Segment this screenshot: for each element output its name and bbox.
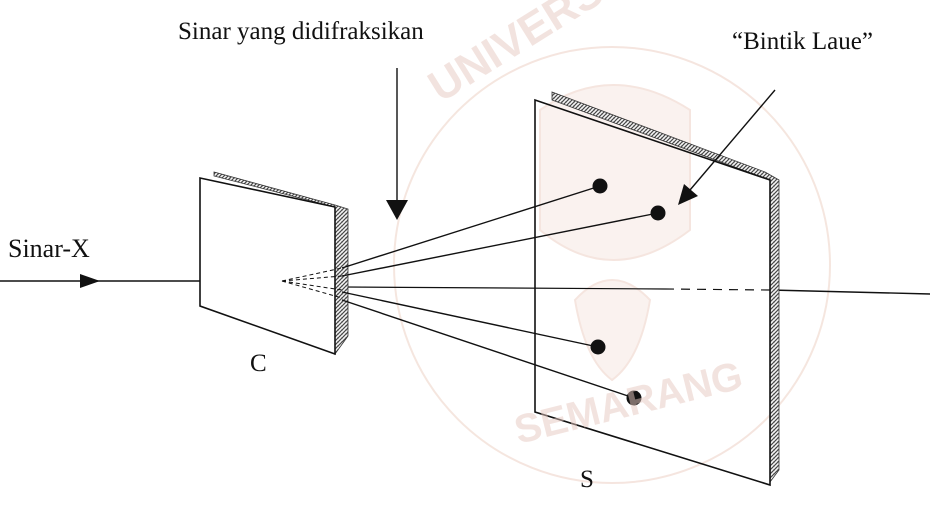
crystal-dashed-cone	[281, 267, 343, 299]
screen-edge	[551, 91, 780, 484]
ray-1	[341, 185, 601, 269]
xray-arrowhead	[80, 274, 100, 288]
ray-3	[341, 291, 599, 348]
axis-through-screen	[344, 286, 666, 290]
diffracted-pointer-head	[386, 200, 408, 220]
diffracted-rays-label: Sinar yang didifraksikan	[178, 18, 424, 45]
laue-spots-label: “Bintik Laue”	[732, 28, 873, 55]
laue-pointer-shaft	[689, 89, 776, 191]
axis-right-exit	[769, 289, 930, 295]
ray-2	[341, 212, 659, 277]
laue-spot-1	[592, 178, 608, 194]
screen-label: S	[580, 466, 594, 493]
screen-plate	[534, 98, 771, 487]
crystal-label: C	[250, 350, 267, 377]
xray-label: Sinar-X	[8, 234, 90, 263]
laue-pointer-head	[678, 184, 698, 205]
diffracted-rays	[341, 185, 659, 399]
laue-spot-2	[650, 205, 666, 221]
ray-4	[341, 299, 635, 399]
crystal-edge	[213, 171, 349, 356]
crystal-plate	[199, 177, 336, 356]
axis-dashed-behind-screen	[664, 288, 771, 291]
laue-spot-4	[626, 390, 642, 406]
laue-spot-3	[590, 339, 606, 355]
